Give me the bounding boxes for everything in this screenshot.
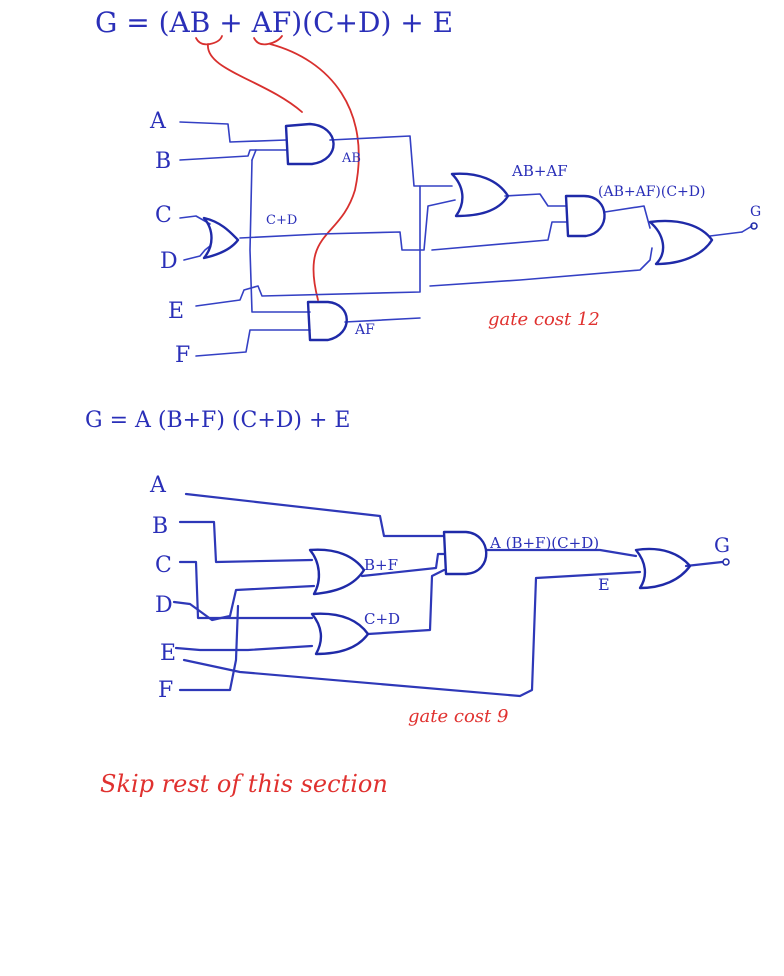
inputs-2: A B C D E F	[149, 473, 176, 703]
or-gate-cd	[204, 218, 238, 258]
label-product-2: A (B+F)(C+D)	[489, 534, 599, 552]
label-bf: B+F	[364, 556, 398, 574]
wires-2	[174, 494, 722, 696]
label-output-g: G	[750, 204, 761, 220]
input-label-d-2: D	[155, 593, 173, 618]
or-gate-cd-2	[312, 614, 368, 654]
input-label-e: E	[168, 299, 184, 324]
and-gate-ab	[286, 124, 334, 164]
label-cd: C+D	[266, 213, 297, 228]
and-gate-product	[566, 196, 605, 236]
label-ab: AB	[341, 151, 361, 166]
gate-cost-2: gate cost 9	[408, 706, 508, 727]
or-gate-ab-af	[452, 174, 508, 216]
input-label-d: D	[160, 249, 178, 274]
output-node-2	[723, 559, 729, 565]
input-label-f: F	[175, 343, 190, 368]
or-gate-output-2	[636, 549, 690, 588]
gates-1	[204, 124, 757, 340]
gate-cost-1: gate cost 12	[488, 309, 600, 330]
label-ab-af: AB+AF	[511, 162, 568, 180]
diagram-1: G = (AB + AF)(C+D) + E A B C D E F	[95, 6, 761, 368]
equation-1: G = (AB + AF)(C+D) + E	[95, 6, 453, 39]
input-label-c-2: C	[155, 553, 172, 578]
input-label-c: C	[155, 203, 172, 228]
and-gate-af	[308, 302, 347, 340]
label-e-2: E	[598, 575, 610, 594]
inputs-1: A B C D E F	[149, 109, 190, 368]
equation-2: G = A (B+F) (C+D) + E	[85, 408, 350, 433]
input-label-a-2: A	[149, 473, 167, 498]
or-gate-output	[650, 221, 712, 264]
input-label-f-2: F	[158, 678, 173, 703]
and-gate-product-2	[444, 532, 486, 574]
wires-1	[180, 122, 752, 356]
diagram-2: G = A (B+F) (C+D) + E A B C D E F	[85, 408, 730, 727]
label-af: AF	[354, 322, 375, 338]
red-connector-af	[270, 44, 359, 300]
label-product: (AB+AF)(C+D)	[598, 184, 705, 200]
input-label-a: A	[149, 109, 167, 134]
label-cd-2: C+D	[364, 610, 400, 628]
input-label-b: B	[155, 149, 171, 174]
label-output-g-2: G	[714, 533, 730, 557]
or-gate-bf	[310, 550, 364, 594]
input-label-e-2: E	[160, 641, 176, 666]
skip-note: Skip rest of this section	[100, 770, 388, 798]
input-label-b-2: B	[152, 514, 168, 539]
red-connector-ab	[208, 44, 302, 112]
